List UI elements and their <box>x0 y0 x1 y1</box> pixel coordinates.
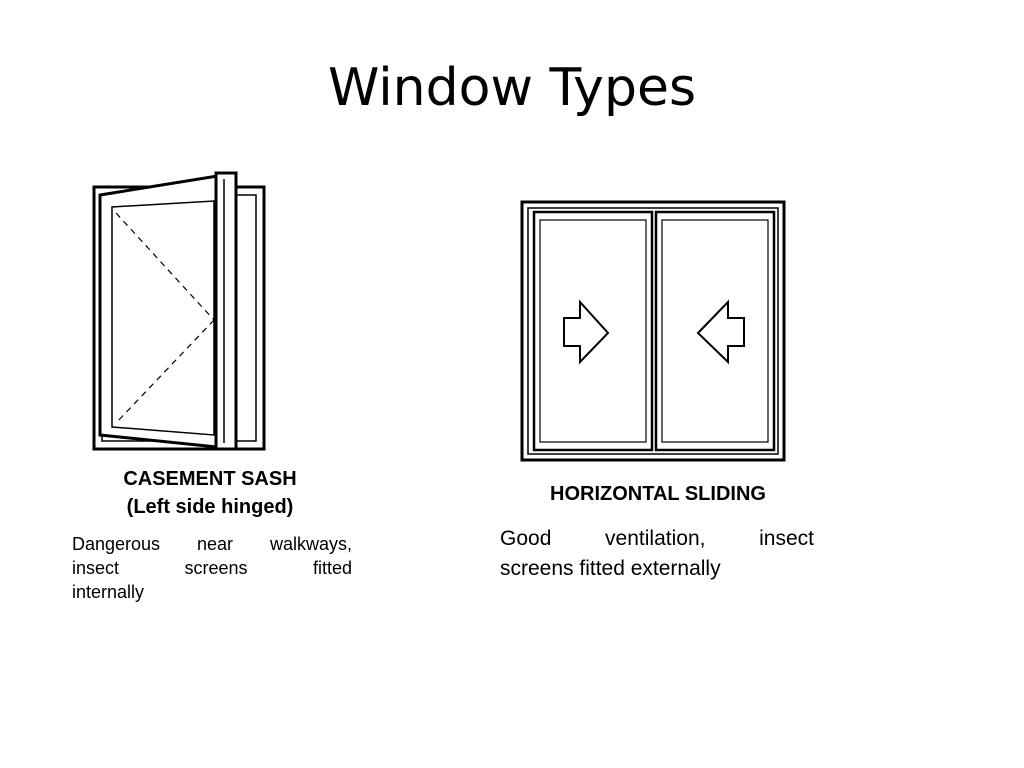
casement-window-diagram <box>92 171 266 451</box>
casement-desc-line: internally <box>72 582 145 602</box>
casement-desc-line: insect screens fitted <box>72 558 352 578</box>
sliding-heading: HORIZONTAL SLIDING <box>550 483 766 505</box>
sliding-window-diagram <box>520 200 786 462</box>
casement-heading: CASEMENT SASH <box>123 468 297 490</box>
casement-description: Dangerous near walkways, insect screens … <box>72 532 352 604</box>
sliding-description: Good ventilation, insect screens fitted … <box>500 524 814 584</box>
casement-desc-line: Dangerous near walkways, <box>72 534 352 554</box>
sliding-desc-line: Good ventilation, insect <box>500 527 814 550</box>
casement-subheading: (Left side hinged) <box>126 496 294 518</box>
sliding-desc-line: screens fitted externally <box>500 557 721 580</box>
slide-title: Window Types <box>327 58 697 118</box>
